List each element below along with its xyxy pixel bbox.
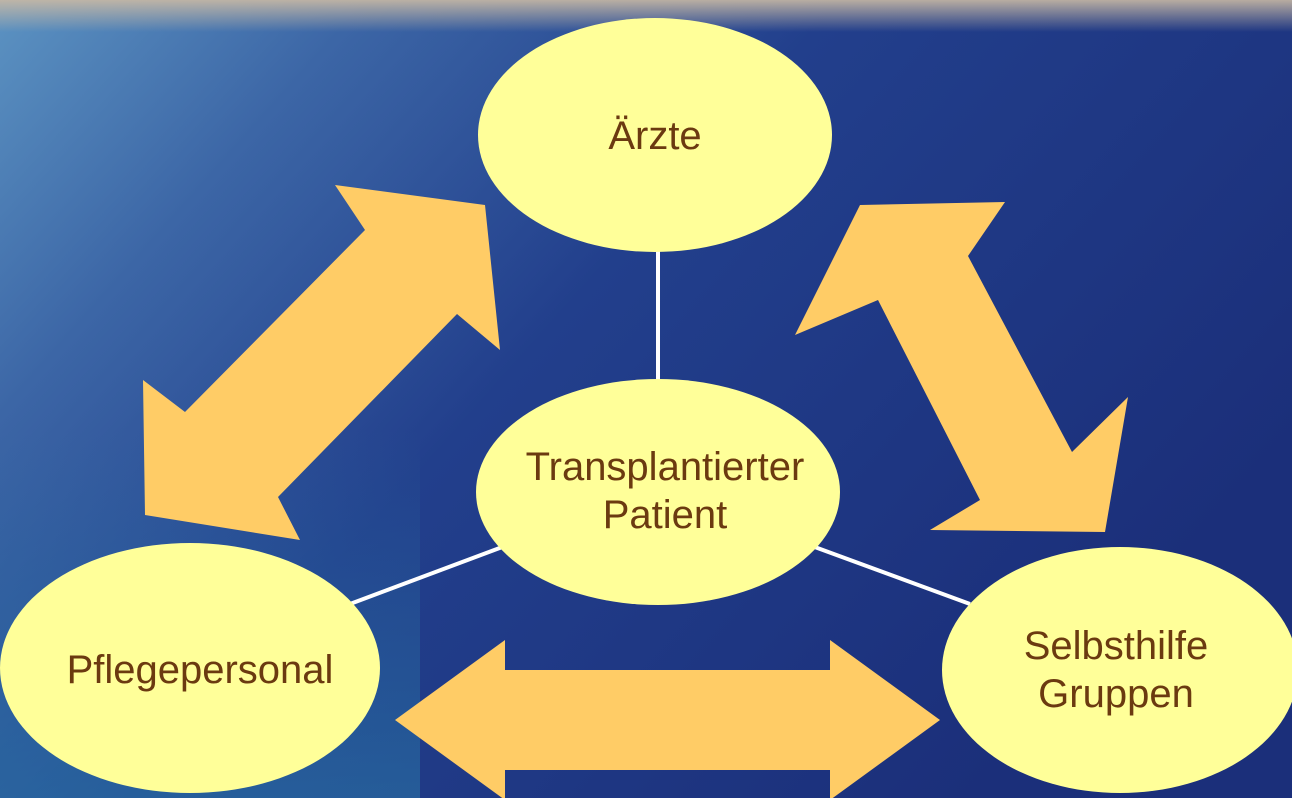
node-label-aerzte: Ärzte: [608, 114, 702, 158]
double-arrow-aerzte-selbsthilfe: [795, 202, 1128, 532]
connector-selbst-patient: [811, 544, 971, 606]
connector-pflege-patient: [349, 544, 506, 606]
node-selbsthilfe: [942, 547, 1292, 793]
double-arrow-aerzte-pflegepersonal: [143, 185, 500, 540]
node-aerzte: [478, 18, 832, 252]
double-arrow-pflegepersonal-selbsthilfe: [395, 640, 940, 798]
node-patient: [476, 379, 840, 605]
node-label-pflegepersonal: Pflegepersonal: [66, 648, 334, 692]
node-label-patient: Transplantierter Patient: [525, 445, 805, 537]
node-label-selbsthilfe: Selbsthilfe Gruppen: [1023, 624, 1209, 716]
node-pflegepersonal: [0, 543, 380, 793]
